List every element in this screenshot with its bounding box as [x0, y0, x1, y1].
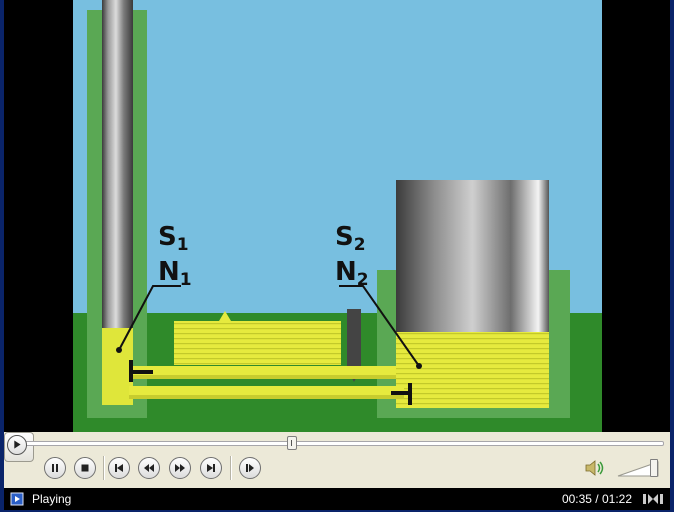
video-area[interactable]: S1 N1 S2 N2 — [4, 0, 670, 432]
right-liquid — [396, 332, 549, 408]
label-s1: S1 — [158, 222, 189, 255]
point-n2 — [416, 363, 422, 369]
rewind-icon — [144, 464, 154, 472]
leader-n1 — [118, 285, 181, 351]
rewind-button[interactable] — [138, 457, 160, 479]
status-bar: Playing 00:35 / 01:22 — [4, 488, 670, 510]
pause-icon — [52, 464, 58, 472]
previous-icon — [115, 464, 123, 472]
stop-icon — [81, 464, 89, 472]
stop-button[interactable] — [74, 457, 96, 479]
fast-forward-icon — [175, 464, 185, 472]
label-s2: S2 — [335, 222, 366, 255]
reservoir-tank — [174, 321, 341, 365]
right-check-valve-arm — [391, 391, 411, 395]
fast-forward-button[interactable] — [169, 457, 191, 479]
label-n2: N2 — [335, 257, 369, 290]
volume-thumb[interactable] — [649, 459, 658, 477]
label-n1: N1 — [158, 257, 192, 290]
left-piston-rod — [102, 0, 133, 328]
play-icon — [7, 435, 27, 455]
play-button[interactable] — [4, 432, 34, 462]
valve-needle — [347, 309, 361, 382]
media-file-icon — [10, 492, 24, 506]
separator — [103, 456, 105, 480]
hydraulic-press-animation: S1 N1 S2 N2 — [73, 0, 602, 432]
time-readout: 00:35 / 01:22 — [561, 492, 632, 506]
next-icon — [207, 464, 215, 472]
pause-button[interactable] — [44, 457, 66, 479]
view-mode-icon[interactable] — [642, 491, 664, 507]
leader-n2 — [339, 285, 420, 367]
reservoir-vent — [219, 311, 231, 321]
right-piston — [396, 180, 549, 332]
separator — [230, 456, 232, 480]
volume-icon[interactable] — [584, 459, 606, 477]
playback-status: Playing — [32, 492, 72, 506]
volume-slider[interactable] — [616, 458, 660, 478]
left-check-valve-arm — [129, 370, 153, 374]
upper-pipe-shade — [129, 375, 396, 379]
point-n1 — [116, 347, 122, 353]
lower-pipe-shade — [129, 395, 404, 399]
frame-step-icon — [246, 464, 254, 472]
seek-bar[interactable] — [12, 441, 664, 446]
frame-step-button[interactable] — [239, 457, 261, 479]
player-controls — [4, 432, 670, 488]
left-liquid-column — [102, 325, 133, 405]
previous-button[interactable] — [108, 457, 130, 479]
next-button[interactable] — [200, 457, 222, 479]
seek-thumb[interactable] — [286, 436, 297, 450]
